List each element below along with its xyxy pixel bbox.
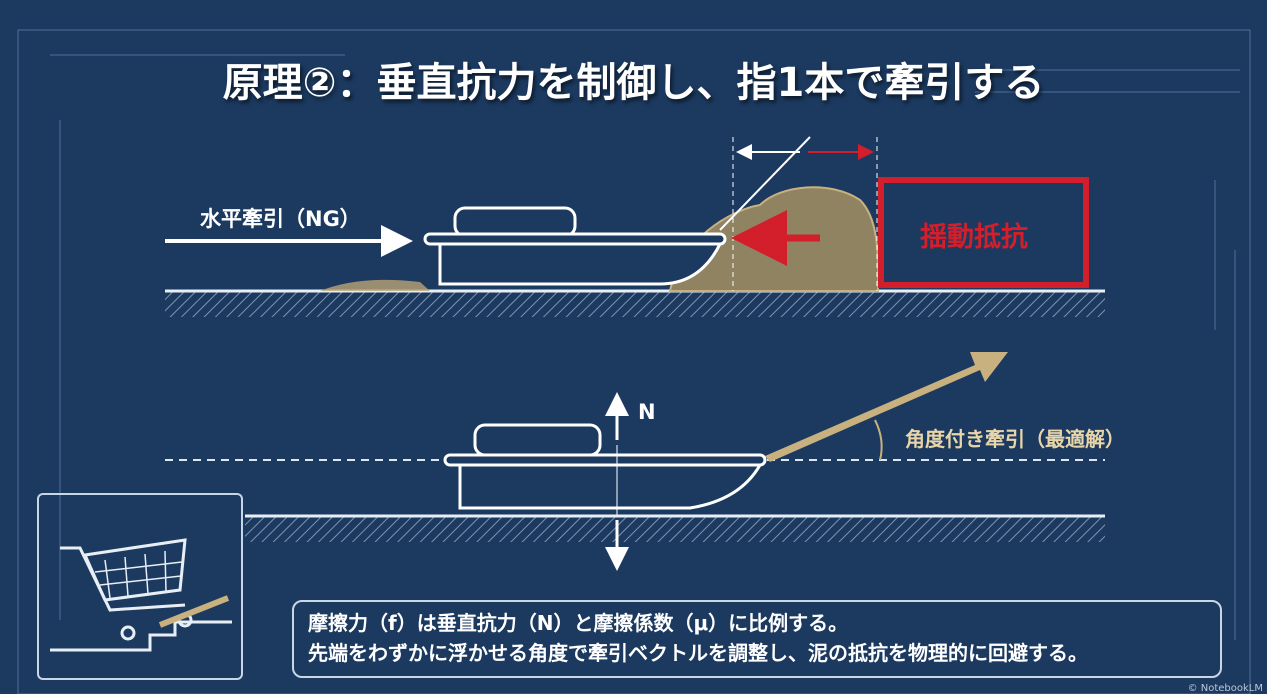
sled-body	[458, 463, 763, 510]
resistance-box	[878, 177, 1089, 288]
mud-trail	[320, 279, 430, 291]
sled-rim	[443, 453, 767, 467]
resistance-label: 揺動抵抗	[920, 222, 1028, 253]
explanation-line-2: 先端をわずかに浮かせる角度で牽引ベクトルを調整し、泥の抵抗を物理的に回避する。	[308, 641, 1088, 665]
sled-body	[438, 242, 723, 286]
ground-hatch	[245, 516, 1105, 542]
angled-pull-label: 角度付き牽引（最適解）	[905, 427, 1125, 451]
angled-pull-diagram	[165, 352, 1105, 571]
ground-hatch	[165, 291, 1105, 317]
horizontal-pull-diagram	[165, 136, 1105, 317]
explanation-line-1: 摩擦力（f）は垂直抗力（N）と摩擦係数（μ）に比例する。	[308, 611, 849, 635]
credit: © NotebookLM	[1187, 683, 1263, 694]
shopping-cart-illustration	[50, 538, 232, 652]
angle-arc	[874, 419, 883, 461]
explanation-box: 摩擦力（f）は垂直抗力（N）と摩擦係数（μ）に比例する。 先端をわずかに浮かせる…	[292, 600, 1222, 678]
page-title: 原理②：垂直抗力を制御し、指1本で牽引する	[222, 60, 1045, 106]
sled-cab	[473, 423, 602, 457]
cart-inset-box	[37, 493, 243, 680]
normal-force-label: N	[638, 400, 656, 424]
sled-cab	[453, 206, 577, 238]
blueprint-frame	[17, 29, 1251, 694]
angled-pull-arrow	[765, 352, 1008, 462]
horizontal-pull-label: 水平牽引（NG）	[200, 207, 361, 231]
sled-rim	[423, 232, 727, 246]
